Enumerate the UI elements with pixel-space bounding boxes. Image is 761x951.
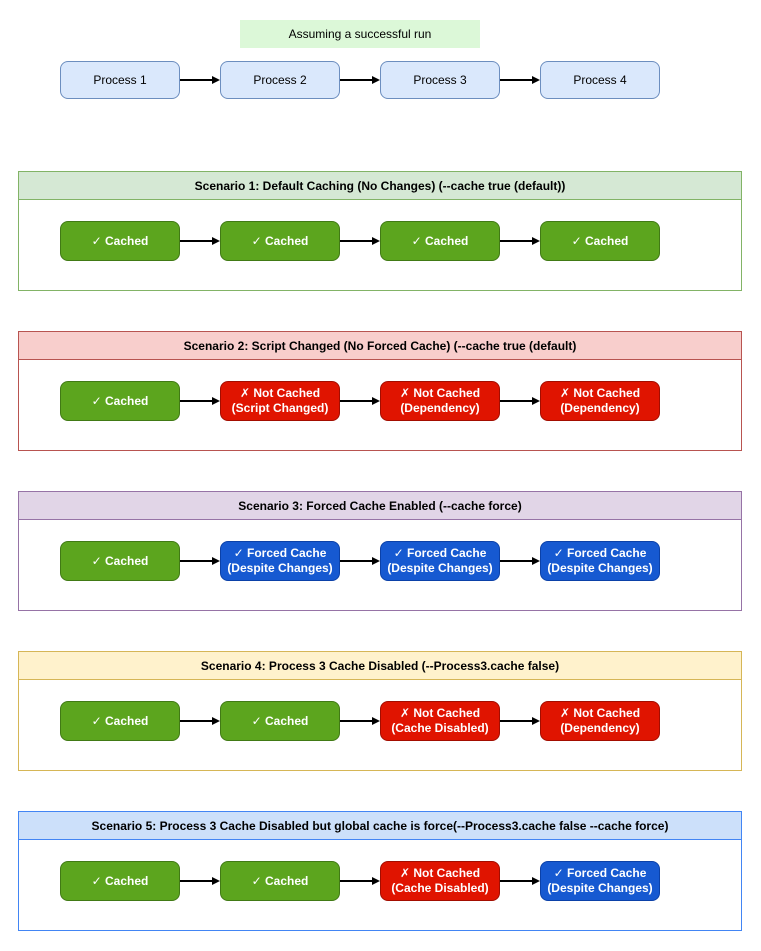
node-label: ✓ Forced Cache (553, 866, 647, 880)
cached-node: ✓ Cached (220, 701, 340, 741)
scenario-5-row: ✓ Cached ✓ Cached ✗ Not Cached (Cache Di… (60, 861, 660, 901)
scenario-2-title: Scenario 2: Script Changed (No Forced Ca… (19, 332, 741, 360)
node-sublabel: (Dependency) (400, 401, 480, 415)
arrow-right-icon (340, 716, 380, 726)
node-label: ✓ Cached (91, 393, 149, 408)
scenario-4-row: ✓ Cached ✓ Cached ✗ Not Cached (Cache Di… (60, 701, 660, 741)
cached-node: ✓ Cached (220, 221, 340, 261)
scenario-5-title: Scenario 5: Process 3 Cache Disabled but… (19, 812, 741, 840)
node-label: ✗ Not Cached (559, 706, 641, 720)
arrow-right-icon (180, 876, 220, 886)
node-label: ✓ Cached (411, 233, 469, 248)
node-sublabel: (Cache Disabled) (391, 721, 489, 735)
node-sublabel: (Despite Changes) (387, 561, 493, 575)
node-label: ✗ Not Cached (399, 386, 481, 400)
arrow-right-icon (180, 236, 220, 246)
scenario-3-row: ✓ Cached ✓ Forced Cache (Despite Changes… (60, 541, 660, 581)
node-label: ✓ Cached (571, 233, 629, 248)
scenario-1-container: Scenario 1: Default Caching (No Changes)… (18, 171, 742, 291)
node-label: ✓ Cached (91, 713, 149, 728)
process-node: Process 1 (60, 61, 180, 99)
node-sublabel: (Dependency) (560, 721, 640, 735)
arrow-right-icon (340, 236, 380, 246)
arrow-right-icon (500, 236, 540, 246)
not-cached-node: ✗ Not Cached (Cache Disabled) (380, 701, 500, 741)
scenario-4-container: Scenario 4: Process 3 Cache Disabled (--… (18, 651, 742, 771)
process-node: Process 4 (540, 61, 660, 99)
node-label: ✓ Forced Cache (393, 546, 487, 560)
cached-node: ✓ Cached (540, 221, 660, 261)
cached-node: ✓ Cached (60, 861, 180, 901)
forced-cache-node: ✓ Forced Cache (Despite Changes) (380, 541, 500, 581)
forced-cache-node: ✓ Forced Cache (Despite Changes) (220, 541, 340, 581)
arrow-right-icon (180, 556, 220, 566)
node-label: ✓ Cached (91, 553, 149, 568)
node-label: ✓ Cached (251, 713, 309, 728)
node-sublabel: (Despite Changes) (547, 561, 653, 575)
arrow-right-icon (500, 75, 540, 85)
cached-node: ✓ Cached (60, 701, 180, 741)
node-label: ✓ Cached (91, 873, 149, 888)
cached-node: ✓ Cached (60, 381, 180, 421)
node-sublabel: (Despite Changes) (547, 881, 653, 895)
scenario-1-title: Scenario 1: Default Caching (No Changes)… (19, 172, 741, 200)
forced-cache-node: ✓ Forced Cache (Despite Changes) (540, 541, 660, 581)
scenario-5-container: Scenario 5: Process 3 Cache Disabled but… (18, 811, 742, 931)
node-label: ✓ Forced Cache (553, 546, 647, 560)
assumption-note: Assuming a successful run (240, 20, 480, 48)
cached-node: ✓ Cached (380, 221, 500, 261)
node-label: ✗ Not Cached (559, 386, 641, 400)
arrow-right-icon (500, 716, 540, 726)
scenario-1-row: ✓ Cached ✓ Cached ✓ Cached ✓ Cached (60, 221, 660, 261)
forced-cache-node: ✓ Forced Cache (Despite Changes) (540, 861, 660, 901)
arrow-right-icon (500, 876, 540, 886)
process-node: Process 2 (220, 61, 340, 99)
process-node: Process 3 (380, 61, 500, 99)
node-sublabel: (Cache Disabled) (391, 881, 489, 895)
node-label: ✓ Cached (251, 233, 309, 248)
node-label: ✗ Not Cached (239, 386, 321, 400)
cached-node: ✓ Cached (220, 861, 340, 901)
scenario-1-body: ✓ Cached ✓ Cached ✓ Cached ✓ Cached (19, 200, 741, 291)
node-label: ✓ Cached (251, 873, 309, 888)
arrow-right-icon (180, 716, 220, 726)
scenario-3-container: Scenario 3: Forced Cache Enabled (--cach… (18, 491, 742, 611)
scenario-2-row: ✓ Cached ✗ Not Cached (Script Changed) ✗… (60, 381, 660, 421)
arrow-right-icon (340, 75, 380, 85)
arrow-right-icon (180, 396, 220, 406)
process-pipeline-row: Process 1 Process 2 Process 3 Process 4 (60, 61, 660, 99)
not-cached-node: ✗ Not Cached (Script Changed) (220, 381, 340, 421)
scenario-3-title: Scenario 3: Forced Cache Enabled (--cach… (19, 492, 741, 520)
not-cached-node: ✗ Not Cached (Cache Disabled) (380, 861, 500, 901)
cached-node: ✓ Cached (60, 541, 180, 581)
not-cached-node: ✗ Not Cached (Dependency) (540, 381, 660, 421)
not-cached-node: ✗ Not Cached (Dependency) (380, 381, 500, 421)
arrow-right-icon (180, 75, 220, 85)
arrow-right-icon (500, 396, 540, 406)
scenario-3-body: ✓ Cached ✓ Forced Cache (Despite Changes… (19, 520, 741, 611)
arrow-right-icon (340, 396, 380, 406)
arrow-right-icon (340, 876, 380, 886)
node-sublabel: (Script Changed) (231, 401, 329, 415)
node-sublabel: (Dependency) (560, 401, 640, 415)
arrow-right-icon (500, 556, 540, 566)
node-label: ✓ Forced Cache (233, 546, 327, 560)
node-label: ✗ Not Cached (399, 706, 481, 720)
node-sublabel: (Despite Changes) (227, 561, 333, 575)
arrow-right-icon (340, 556, 380, 566)
scenario-2-container: Scenario 2: Script Changed (No Forced Ca… (18, 331, 742, 451)
node-label: ✗ Not Cached (399, 866, 481, 880)
scenario-5-body: ✓ Cached ✓ Cached ✗ Not Cached (Cache Di… (19, 840, 741, 931)
scenario-2-body: ✓ Cached ✗ Not Cached (Script Changed) ✗… (19, 360, 741, 451)
scenario-4-title: Scenario 4: Process 3 Cache Disabled (--… (19, 652, 741, 680)
node-label: ✓ Cached (91, 233, 149, 248)
scenario-4-body: ✓ Cached ✓ Cached ✗ Not Cached (Cache Di… (19, 680, 741, 771)
cached-node: ✓ Cached (60, 221, 180, 261)
not-cached-node: ✗ Not Cached (Dependency) (540, 701, 660, 741)
